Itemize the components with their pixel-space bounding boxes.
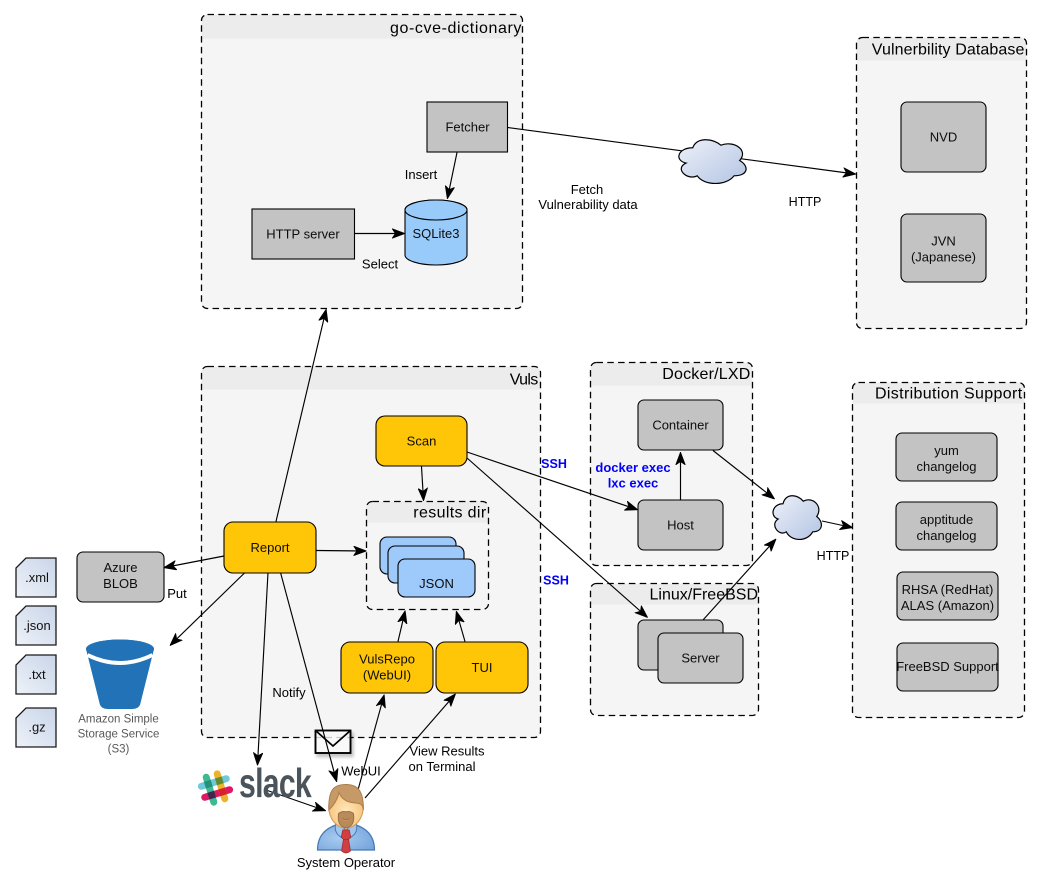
svg-text:Distribution Support: Distribution Support — [875, 386, 1023, 403]
svg-text:.xml: .xml — [25, 570, 49, 585]
svg-text:NVD: NVD — [930, 130, 957, 145]
svg-text:JVN: JVN — [931, 234, 956, 249]
svg-text:Container: Container — [652, 418, 709, 433]
svg-text:Vuls: Vuls — [510, 372, 538, 389]
svg-text:Azure: Azure — [104, 560, 138, 575]
svg-text:RHSA (RedHat): RHSA (RedHat) — [902, 582, 994, 597]
svg-text:Amazon Simple: Amazon Simple — [78, 714, 159, 726]
svg-text:docker exec: docker exec — [595, 460, 670, 475]
svg-text:Fetch: Fetch — [571, 182, 604, 197]
svg-text:.txt: .txt — [28, 667, 46, 682]
svg-text:HTTP: HTTP — [789, 195, 822, 209]
svg-text:SQLite3: SQLite3 — [413, 226, 460, 241]
svg-text:View Results: View Results — [410, 744, 485, 759]
svg-text:Vulnerbility Database: Vulnerbility Database — [872, 42, 1025, 59]
svg-text:SSH: SSH — [541, 457, 567, 471]
svg-text:BLOB: BLOB — [103, 576, 138, 591]
svg-text:HTTP: HTTP — [817, 549, 850, 563]
svg-text:yum: yum — [934, 443, 959, 458]
svg-text:changelog: changelog — [917, 459, 977, 474]
svg-text:(Japanese): (Japanese) — [911, 250, 976, 265]
svg-text:(S3): (S3) — [108, 744, 130, 756]
svg-text:SSH: SSH — [543, 574, 569, 588]
svg-text:JSON: JSON — [419, 576, 454, 591]
svg-text:Server: Server — [681, 651, 720, 666]
svg-text:Put: Put — [167, 586, 187, 601]
svg-text:.json: .json — [23, 618, 50, 633]
svg-text:FreeBSD Support: FreeBSD Support — [896, 659, 999, 674]
svg-text:Notify: Notify — [272, 685, 306, 700]
svg-text:go-cve-dictionary: go-cve-dictionary — [390, 20, 522, 37]
svg-text:TUI: TUI — [472, 660, 493, 675]
svg-text:Linux/FreeBSD: Linux/FreeBSD — [650, 587, 759, 604]
svg-text:Docker/LXD: Docker/LXD — [662, 366, 750, 383]
svg-text:(WebUI): (WebUI) — [363, 668, 411, 683]
svg-text:Vulnerability data: Vulnerability data — [538, 197, 638, 212]
svg-text:WebUI: WebUI — [341, 764, 381, 779]
svg-text:lxc exec: lxc exec — [608, 476, 659, 491]
svg-text:Scan: Scan — [407, 434, 437, 449]
svg-text:Fetcher: Fetcher — [445, 120, 490, 135]
svg-text:Select: Select — [362, 257, 399, 272]
svg-text:System Operator: System Operator — [297, 855, 396, 870]
svg-text:Insert: Insert — [405, 167, 438, 182]
svg-text:.gz: .gz — [28, 720, 45, 735]
svg-text:ALAS (Amazon): ALAS (Amazon) — [901, 598, 994, 613]
svg-text:on Terminal: on Terminal — [409, 759, 476, 774]
svg-text:HTTP server: HTTP server — [266, 227, 340, 242]
svg-text:results dir: results dir — [413, 505, 487, 522]
svg-text:slack: slack — [239, 760, 312, 806]
svg-text:apptitude: apptitude — [920, 512, 974, 527]
svg-text:Storage Service: Storage Service — [78, 729, 160, 741]
svg-text:Host: Host — [667, 518, 694, 533]
svg-text:VulsRepo: VulsRepo — [359, 652, 415, 667]
svg-text:Report: Report — [250, 540, 289, 555]
svg-text:changelog: changelog — [917, 528, 977, 543]
